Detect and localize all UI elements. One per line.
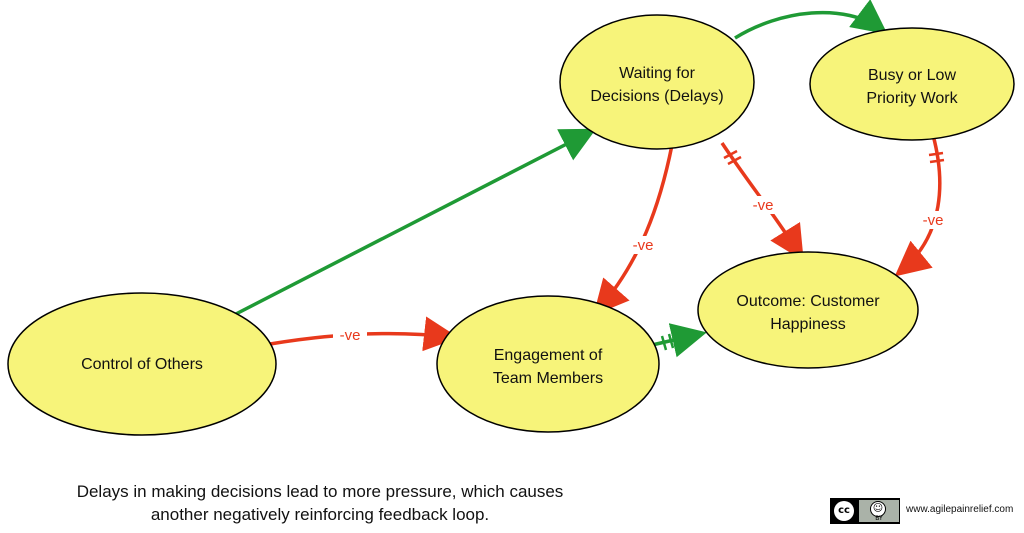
node-control-of-others: Control of Others <box>7 292 277 436</box>
delay-marks-engagement-to-outcome <box>660 332 682 351</box>
link-control-to-waiting <box>231 128 597 318</box>
attribution-person-icon: ☺ <box>870 501 886 517</box>
link-waiting-to-busy <box>734 0 888 40</box>
caption: Delays in making decisions lead to more … <box>20 480 620 526</box>
node-engagement-line2: Team Members <box>493 370 603 387</box>
node-waiting-line1: Waiting for <box>619 65 696 82</box>
link-engagement-to-outcome <box>651 323 707 358</box>
by-area: ☺ BY <box>859 500 899 522</box>
edge-label-waiting-to-outcome: -ve <box>753 197 774 214</box>
cc-icon: cc <box>834 501 854 521</box>
node-engagement-line1: Engagement of <box>494 347 603 364</box>
caption-line2: another negatively reinforcing feedback … <box>150 505 490 524</box>
node-outcome-line2: Happiness <box>770 316 846 333</box>
node-outcome-line1: Outcome: Customer <box>736 293 880 310</box>
node-busy-or-low-priority: Busy or Low Priority Work <box>809 27 1015 141</box>
node-engagement-of-team: Engagement of Team Members <box>436 295 660 433</box>
node-waiting-for-decisions: Waiting for Decisions (Delays) <box>559 14 755 150</box>
cc-by-badge[interactable]: cc ☺ BY <box>830 498 900 524</box>
delay-marks-waiting-to-outcome <box>723 149 742 166</box>
edge-label-waiting-to-engagement: -ve <box>633 237 654 254</box>
link-waiting-to-engagement <box>593 144 674 316</box>
node-busy-line2: Priority Work <box>866 90 958 107</box>
edge-label-busy-to-outcome: -ve <box>923 212 944 229</box>
license-footer: cc ☺ BY www.agilepainrelief.com <box>830 498 1014 524</box>
caption-line1: Delays in making decisions lead to more … <box>76 482 564 501</box>
node-busy-line1: Busy or Low <box>868 67 956 84</box>
node-outcome-customer-happiness: Outcome: Customer Happiness <box>697 251 919 369</box>
site-url[interactable]: www.agilepainrelief.com <box>906 504 1014 515</box>
by-label: BY <box>875 515 883 522</box>
link-busy-to-outcome <box>894 134 942 277</box>
edge-label-control-to-engagement: -ve <box>340 327 361 344</box>
node-waiting-line2: Decisions (Delays) <box>590 88 723 105</box>
node-control-line1: Control of Others <box>81 356 203 373</box>
delay-marks-busy-to-outcome <box>928 151 945 164</box>
